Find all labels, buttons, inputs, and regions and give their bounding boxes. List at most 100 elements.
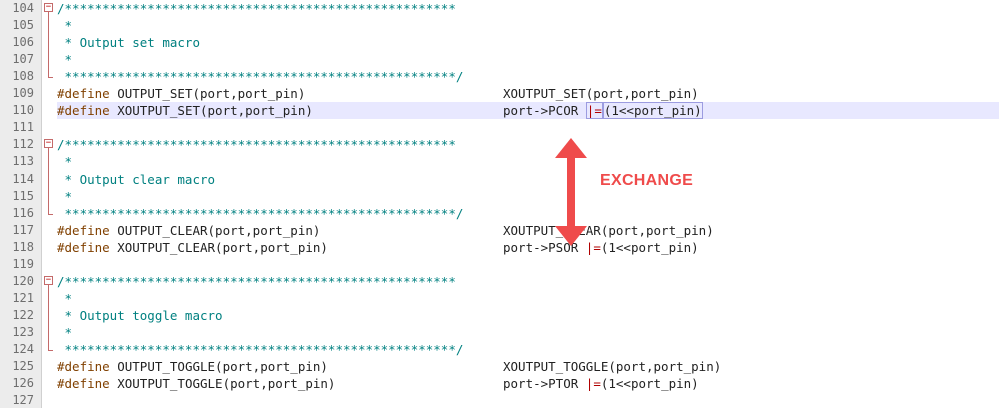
define-keyword: #define (57, 222, 118, 238)
fold-toggle-icon[interactable]: − (44, 138, 53, 149)
define-keyword: #define (57, 376, 118, 392)
code-line-115[interactable]: 115 * (0, 188, 999, 205)
code-line-119[interactable]: 119 (0, 256, 999, 273)
code-text: /***************************************… (57, 137, 456, 153)
code-text: * (57, 18, 73, 34)
macro-name: OUTPUT_SET(port,port_pin) (117, 86, 306, 102)
line-number: 115 (12, 188, 34, 203)
line-number: 118 (12, 239, 34, 254)
fold-range-bar (48, 148, 49, 205)
macro-body: port->PCOR |=(1<<port_pin) (503, 102, 703, 120)
code-line-104[interactable]: 104−/***********************************… (0, 0, 999, 17)
code-line-109[interactable]: 109 #define OUTPUT_SET(port,port_pin) XOUT… (0, 85, 999, 102)
code-line-122[interactable]: 122 * Output toggle macro (0, 307, 999, 324)
line-number: 110 (12, 103, 34, 118)
code-text: * (57, 154, 73, 170)
code-text: ****************************************… (57, 342, 464, 357)
code-text: /***************************************… (57, 1, 456, 16)
define-keyword: #define (57, 103, 118, 119)
code-line-120[interactable]: 120−/***********************************… (0, 273, 999, 290)
define-keyword: #define (57, 86, 118, 102)
line-number: 125 (12, 359, 34, 374)
fold-range-bar (48, 12, 49, 69)
code-line-108[interactable]: 108 ************************************… (0, 68, 999, 85)
code-line-121[interactable]: 121 * (0, 290, 999, 307)
code-text: * (57, 52, 73, 68)
code-line-124[interactable]: 124 ************************************… (0, 341, 999, 358)
code-text: #define XOUTPUT_CLEAR(port,port_pin) port… (57, 239, 999, 256)
line-number: 116 (12, 205, 34, 220)
line-number: 123 (12, 324, 34, 339)
line-number: 127 (12, 393, 34, 408)
line-number: 126 (12, 376, 34, 391)
fold-end-marker (48, 204, 53, 215)
line-number: 121 (12, 290, 34, 305)
line-number: 111 (12, 120, 34, 135)
code-text: #define XOUTPUT_TOGGLE(port,port_pin) por… (57, 375, 999, 392)
fold-end-marker (48, 68, 53, 79)
line-number: 114 (12, 171, 34, 186)
fold-range-bar (48, 284, 49, 341)
line-number: 108 (12, 69, 34, 84)
fold-end-marker (48, 341, 53, 351)
code-line-110[interactable]: 110 #define XOUTPUT_SET(port,port_pin) por… (0, 102, 999, 120)
code-text: ****************************************… (57, 69, 464, 85)
code-line-123[interactable]: 123 * (0, 324, 999, 341)
macro-name: XOUTPUT_SET(port,port_pin) (117, 103, 313, 119)
line-number: 124 (12, 342, 34, 356)
line-number: 104 (12, 1, 34, 15)
line-number-gutter (0, 0, 42, 408)
fold-toggle-icon[interactable]: − (44, 274, 53, 285)
code-line-107[interactable]: 107 * (0, 51, 999, 68)
code-line-127[interactable]: 127 (0, 392, 999, 409)
code-text: /***************************************… (57, 273, 456, 289)
define-keyword: #define (57, 359, 118, 375)
code-line-111[interactable]: 111 (0, 119, 999, 136)
code-line-125[interactable]: 125 #define OUTPUT_TOGGLE(port,port_pin) X… (0, 358, 999, 375)
exchange-arrow-icon (555, 138, 587, 246)
line-number: 105 (12, 18, 34, 33)
line-number: 106 (12, 35, 34, 50)
line-number: 120 (12, 273, 34, 288)
line-number: 107 (12, 52, 34, 67)
line-number: 119 (12, 256, 34, 271)
line-number: 113 (12, 154, 34, 169)
code-line-126[interactable]: 126 #define XOUTPUT_TOGGLE(port,port_pin)… (0, 375, 999, 392)
macro-name: XOUTPUT_CLEAR(port,port_pin) (117, 239, 328, 255)
macro-body: port->PTOR |=(1<<port_pin) (503, 376, 699, 392)
code-text: * (57, 188, 73, 204)
code-line-106[interactable]: 106 * Output set macro (0, 34, 999, 51)
exchange-label: EXCHANGE (600, 172, 694, 189)
code-line-105[interactable]: 105 * (0, 17, 999, 34)
macro-body: XOUTPUT_CLEAR(port,port_pin) (503, 222, 714, 238)
line-number: 122 (12, 307, 34, 322)
code-line-116[interactable]: 116 ************************************… (0, 204, 999, 222)
macro-name: OUTPUT_CLEAR(port,port_pin) (117, 222, 321, 238)
fold-margin (49, 0, 50, 408)
code-text: ****************************************… (57, 205, 464, 221)
code-text: #define OUTPUT_SET(port,port_pin) XOUTPUT… (57, 85, 999, 102)
define-keyword: #define (57, 239, 118, 255)
macro-body: XOUTPUT_TOGGLE(port,port_pin) (503, 359, 722, 375)
code-text: * Output toggle macro (57, 307, 223, 323)
macro-body: port->PSOR |=(1<<port_pin) (503, 239, 699, 255)
code-text: * Output clear macro (57, 171, 216, 187)
line-number: 112 (12, 137, 34, 152)
code-line-112[interactable]: 112−/***********************************… (0, 136, 999, 153)
fold-toggle-icon[interactable]: − (44, 2, 53, 12)
code-text: * (57, 290, 73, 306)
macro-name: OUTPUT_TOGGLE(port,port_pin) (117, 359, 328, 375)
macro-body: XOUTPUT_SET(port,port_pin) (503, 86, 699, 102)
line-number: 117 (12, 222, 34, 237)
code-text: #define XOUTPUT_SET(port,port_pin) port->… (57, 102, 999, 120)
code-text (57, 392, 999, 409)
code-line-113[interactable]: 113 * (0, 153, 999, 170)
code-text: #define OUTPUT_TOGGLE(port,port_pin) XOUT… (57, 358, 999, 375)
line-number: 109 (12, 86, 34, 101)
code-line-114[interactable]: 114 * Output clear macro (0, 171, 999, 188)
code-text: * (57, 324, 73, 340)
code-line-118[interactable]: 118 #define XOUTPUT_CLEAR(port,port_pin) p… (0, 239, 999, 256)
code-text: #define OUTPUT_CLEAR(port,port_pin) XOUTP… (57, 222, 999, 239)
macro-name: XOUTPUT_TOGGLE(port,port_pin) (117, 376, 336, 392)
code-line-117[interactable]: 117 #define OUTPUT_CLEAR(port,port_pin) XO… (0, 222, 999, 239)
